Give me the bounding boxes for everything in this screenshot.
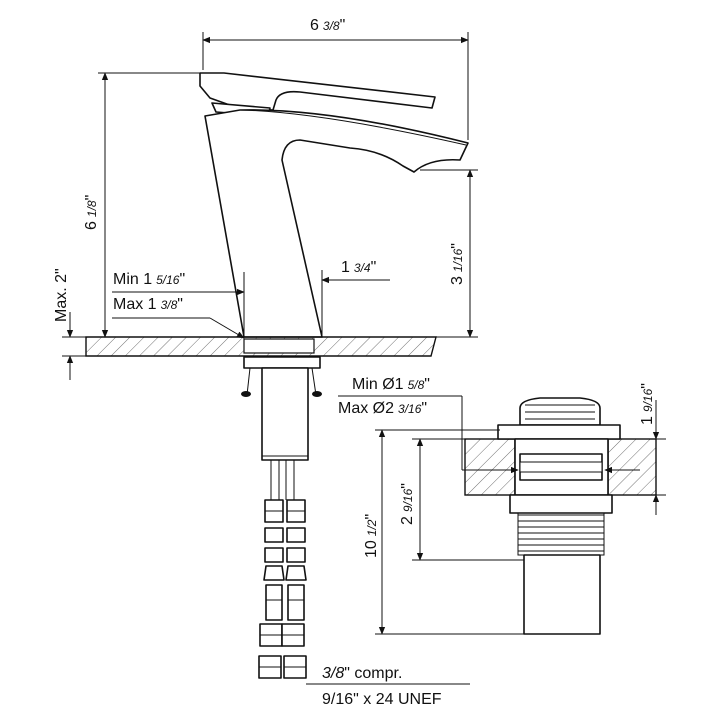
- spout-body: [204, 109, 469, 338]
- dim-spout-height: 31/16": [420, 169, 478, 338]
- svg-text:101/2": 101/2": [363, 514, 380, 558]
- svg-text:Max Ø23/16": Max Ø23/16": [338, 400, 427, 417]
- drain-assembly: [464, 397, 657, 635]
- connection-callout: 3/8" compr. 9/16" x 24 UNEF: [306, 665, 470, 708]
- mounting-assembly: [241, 356, 322, 461]
- svg-text:29/16": 29/16": [399, 483, 416, 525]
- svg-text:13/4": 13/4": [341, 259, 376, 276]
- svg-text:3/8" compr.: 3/8" compr.: [322, 665, 402, 682]
- dim-drain-total: 101/2": [363, 429, 524, 635]
- svg-text:63/8": 63/8": [310, 17, 345, 34]
- deck-plate: [85, 336, 437, 357]
- svg-text:Min 15/16": Min 15/16": [113, 271, 185, 288]
- svg-text:61/8": 61/8": [83, 195, 100, 230]
- svg-text:Max 13/8": Max 13/8": [113, 296, 183, 313]
- faucet-body: [199, 72, 469, 338]
- svg-text:Min Ø15/8": Min Ø15/8": [352, 376, 430, 393]
- dim-drain-body: 29/16": [399, 438, 524, 561]
- supply-hoses: [258, 460, 307, 679]
- svg-text:19/16": 19/16": [639, 383, 656, 425]
- dim-overall-height: 61/8": [83, 72, 200, 338]
- svg-text:Max. 2": Max. 2": [53, 268, 70, 322]
- dim-drain-top: 19/16": [612, 383, 666, 515]
- dim-deck-max: Max. 2": [53, 268, 86, 380]
- svg-text:9/16" x 24 UNEF: 9/16" x 24 UNEF: [322, 691, 442, 708]
- svg-text:31/16": 31/16": [449, 243, 466, 285]
